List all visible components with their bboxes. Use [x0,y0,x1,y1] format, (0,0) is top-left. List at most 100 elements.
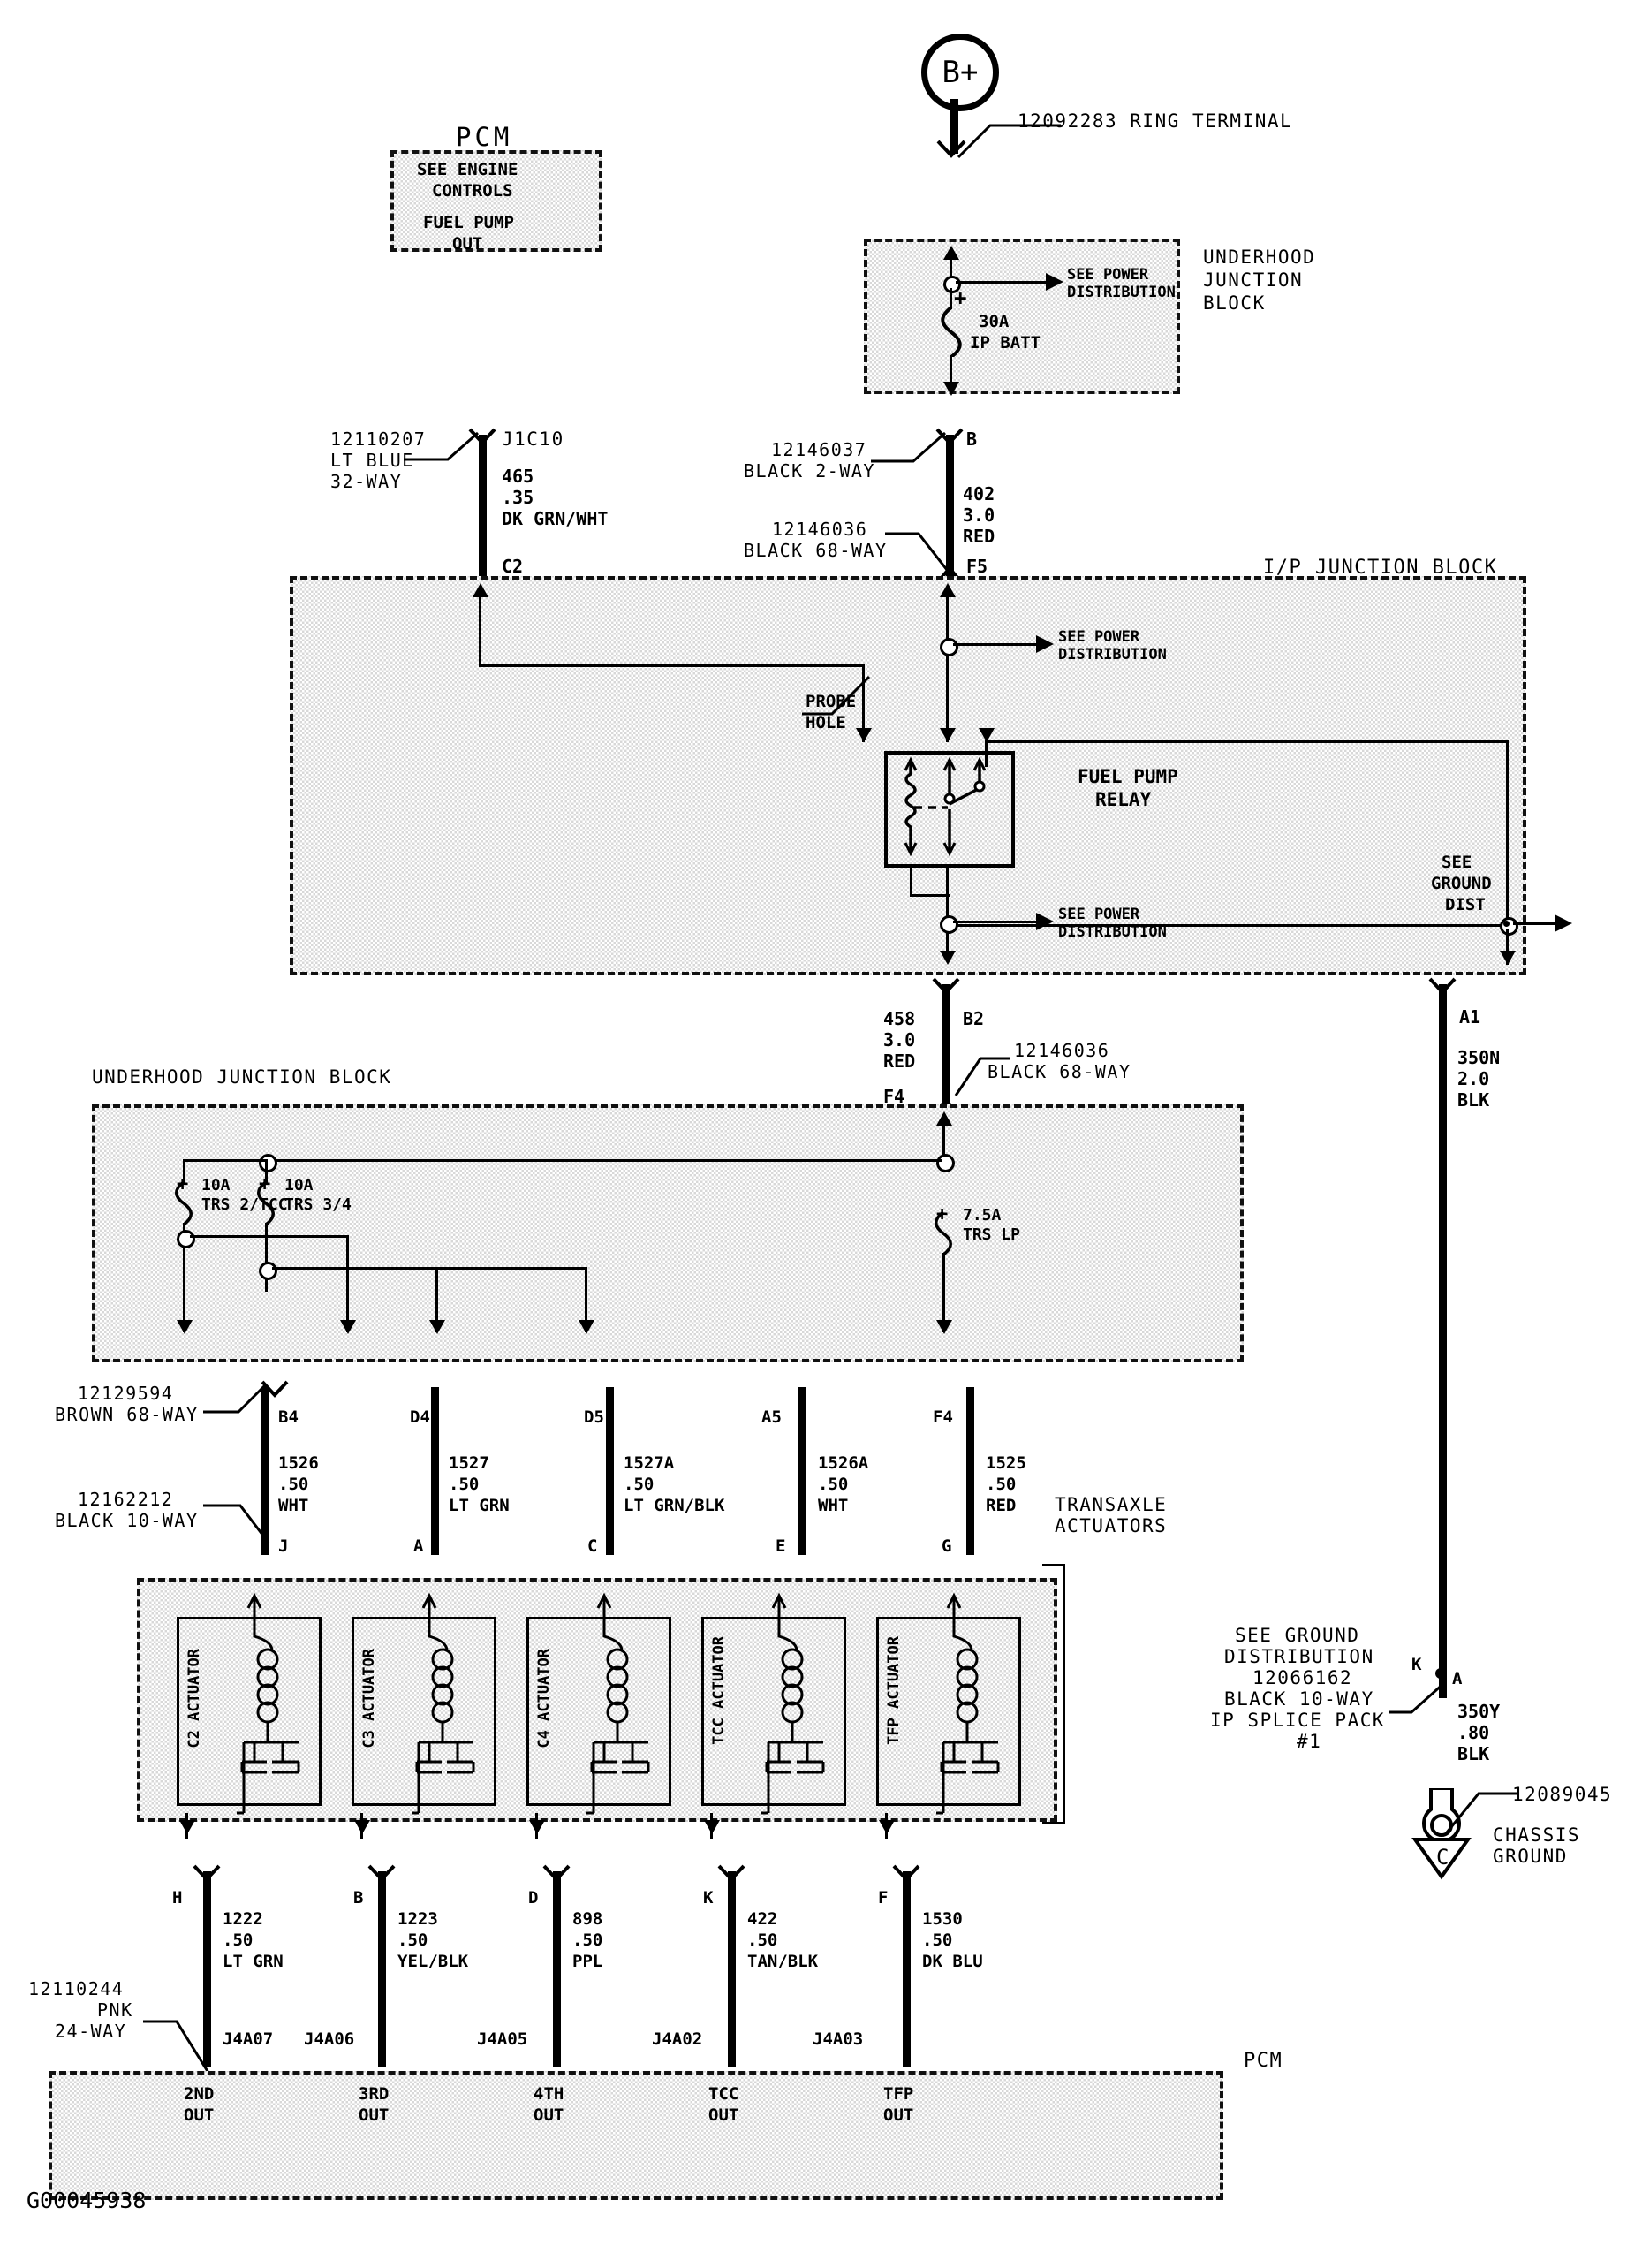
actuator-box-tfp [876,1617,1021,1806]
transaxle-title-line2: ACTUATORS [1055,1515,1168,1536]
wire-1222-gauge: .50 [223,1930,254,1950]
underhood-jb-pin-f4-top: F4 [883,1086,905,1107]
pcm-top-see-engine-line1: SEE ENGINE [417,160,518,179]
wire-350N-gauge: 2.0 [1457,1068,1490,1089]
uhjb-pin-b4: B4 [278,1407,299,1427]
wire-fuse2-branch-a5 [585,1267,587,1332]
wire-1222-color: LT GRN [223,1952,284,1971]
wire-see-power-bot-branch [953,921,1038,923]
wire-1530-number: 1530 [922,1909,963,1929]
ring-terminal-12089045-leader-icon [1445,1786,1521,1839]
wire-465-color: DK GRN/WHT [502,508,609,529]
wire-fuse2-branch-d5 [435,1267,438,1332]
connector-12110207-color: LT BLUE [330,450,414,471]
connector-12129594-cap-icon [261,1380,289,1398]
battery-positive-node: B+ [921,34,999,111]
wire-1527A-color: LT GRN/BLK [624,1496,725,1515]
wire-1526-gauge: .50 [278,1475,309,1494]
connector-12162212-leader-icon [201,1497,270,1550]
battery-positive-label: B+ [942,55,979,90]
splice-node-ground-dist [1500,917,1518,936]
splice-pin-k: K [1411,1655,1422,1674]
underhood-junction-block-lower [92,1104,1244,1362]
ground-note-line1: SEE GROUND [1235,1625,1360,1646]
uhjb-pin-d5: D5 [584,1407,604,1427]
pcm-pin-j4a03: J4A03 [813,2029,864,2049]
ring-terminal-12089045-label: 12089045 [1512,1784,1613,1805]
see-power-bottom-arrow-icon [1036,913,1054,930]
wire-898-ppl [553,1871,561,2067]
connector-12146037-leader-icon [869,431,947,475]
see-ground-dist-line2: GROUND [1431,874,1492,893]
wire-422-color: TAN/BLK [747,1952,819,1971]
actuator-label-tfp: TFP ACTUATOR [885,1636,903,1745]
wire-1223-yelblk [378,1871,386,2067]
ip-jb-pin-f5: F5 [966,556,988,577]
wire-c2-horiz [479,664,865,667]
wire-1527A-ltgrnblk [606,1387,614,1555]
actuator-c4-out-arrow-icon [529,1820,545,1834]
uhjb-see-power-line1: SEE POWER [1067,266,1149,284]
wire-898-cap-icon [542,1864,571,1882]
underhood-jb-top-title-line2: JUNCTION [1203,269,1304,291]
splice-node-bottom [940,915,958,934]
wire-898-color: PPL [572,1952,603,1971]
ip-jb-f5-arrow-icon [940,583,956,597]
wire-465-number: 465 [502,466,534,487]
connector-12129594-part: 12129594 [78,1383,174,1404]
splice-node-ip-splice-pack [1435,1668,1446,1679]
ground-note-line6: #1 [1297,1731,1322,1752]
actuator-symbol-tcc-icon [710,1590,859,1825]
actuator-label-c2: C2 ACTUATOR [185,1649,203,1748]
wire-1530-color: DK BLU [922,1952,983,1971]
fuel-pump-relay-label-line2: RELAY [1095,789,1152,810]
pcm-top-box [390,150,602,252]
actuator-box-c4 [526,1617,671,1806]
pcm-top-see-engine-line2: CONTROLS [432,181,513,201]
wire-ground-rail-horiz [946,924,1508,927]
splice-pin-a: A [1452,1669,1463,1688]
wire-350N-number: 350N [1457,1047,1501,1068]
wire-relay-out-left [910,868,912,896]
wire-350Y-gauge: .80 [1457,1722,1490,1743]
see-ground-dist-line1: SEE [1442,853,1472,872]
actuator-symbol-tfp-icon [885,1590,1033,1825]
actuator-pin-g: G [942,1536,952,1556]
wire-1223-gauge: .50 [397,1930,428,1950]
pcm-out-tfp-line1: TFP [883,2084,914,2104]
ip-junction-block-title: I/P JUNCTION BLOCK [1263,557,1498,579]
actuator-tfp-out-arrow-icon [879,1820,895,1834]
actuator-symbol-c4-icon [535,1590,684,1825]
wire-uhjb-top-rail [265,1159,942,1162]
wire-1530-dkblu [903,1871,911,2067]
ip-jb-pin-c2: C2 [502,556,524,577]
actuator-box-c3 [352,1617,496,1806]
wire-uhjb-fuse-out [950,355,952,391]
fuse-30a-rating: 30A [979,312,1010,331]
wire-458-color: RED [883,1051,916,1072]
ip-jb-see-power-bot-line2: DISTRIBUTION [1058,923,1167,941]
actuator-box-tcc [701,1617,846,1806]
uhjb-pin-d4: D4 [410,1407,430,1427]
wire-1527-gauge: .50 [449,1475,480,1494]
fuel-pump-relay-symbol-icon [888,755,1011,864]
wire-1526A-number: 1526A [818,1453,869,1473]
wire-402-color: RED [963,526,995,547]
splice-node-fuse2-out [259,1262,277,1280]
ip-jb-b2-out-arrow-icon [940,951,956,965]
connector-12146036-desc-mid: BLACK 68-WAY [988,1061,1131,1082]
wire-fuse3-out [942,1253,945,1332]
actuator-c2-out-arrow-icon [179,1820,195,1834]
wire-898-number: 898 [572,1909,603,1929]
connector-12162212-desc: BLACK 10-WAY [55,1510,199,1531]
wire-350N-blk [1439,984,1447,1698]
splice-node-ground-dist-dot [1503,921,1510,927]
uhjb-out-d4-arrow-icon [340,1320,356,1334]
pcm-out-4th-line2: OUT [534,2105,564,2125]
pcm-out-2nd-line2: OUT [184,2105,215,2125]
wire-1527A-number: 1527A [624,1453,675,1473]
connector-12146036-part-mid: 12146036 [1014,1040,1110,1061]
wire-fuse2-in [265,1159,268,1184]
wire-right-rail-down [1506,740,1509,924]
